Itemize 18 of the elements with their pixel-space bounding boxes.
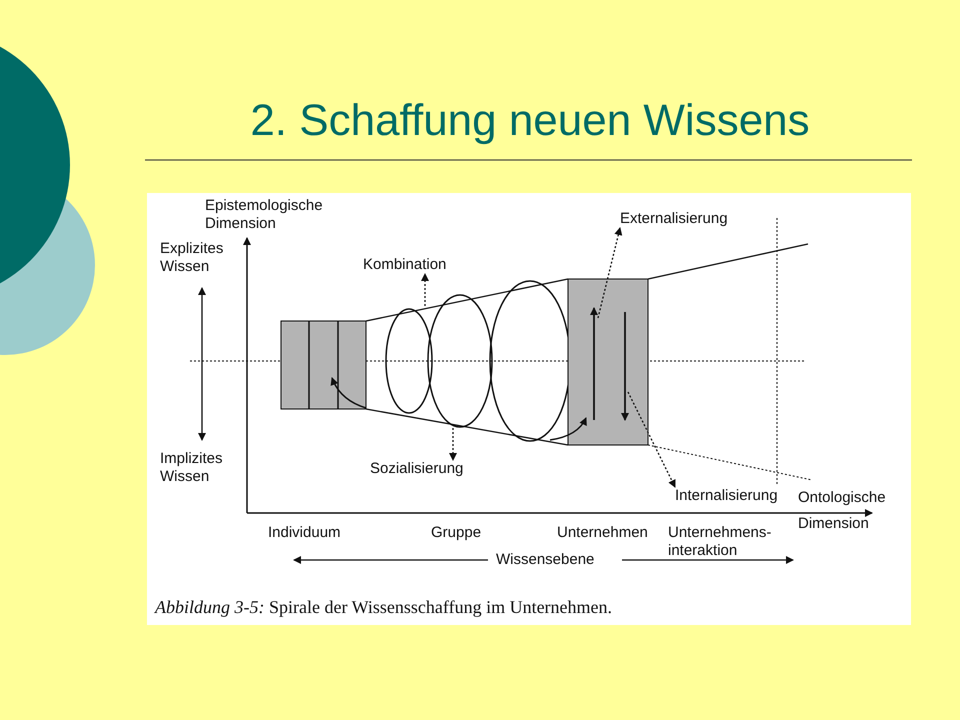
axis-title: Ontologische Dimension	[798, 488, 887, 534]
process-label: Kombination	[363, 256, 446, 274]
level-label: Unternehmens- interaktion	[668, 524, 772, 560]
slide-title: 2. Schaffung neuen Wissens	[249, 95, 811, 147]
leader-line	[597, 227, 622, 318]
axis-pole-label: Implizites Wissen	[160, 450, 224, 486]
level-label: Individuum	[268, 524, 341, 542]
leader-line	[421, 273, 429, 306]
process-label: Sozialisierung	[370, 460, 464, 478]
process-label: Externalisierung	[620, 210, 728, 228]
leader-line	[627, 392, 676, 488]
level-label: Gruppe	[431, 524, 482, 542]
level-label: Unternehmen	[557, 524, 648, 542]
figure-caption: Abbildung 3-5: Spirale der Wissensschaffung im Unternehmen.	[155, 596, 614, 618]
leader-line	[449, 428, 457, 461]
process-label: Internalisierung	[675, 487, 778, 505]
axis-pole-label: Explizites Wissen	[160, 240, 224, 276]
axis-title: Epistemologische Dimension	[205, 197, 324, 233]
